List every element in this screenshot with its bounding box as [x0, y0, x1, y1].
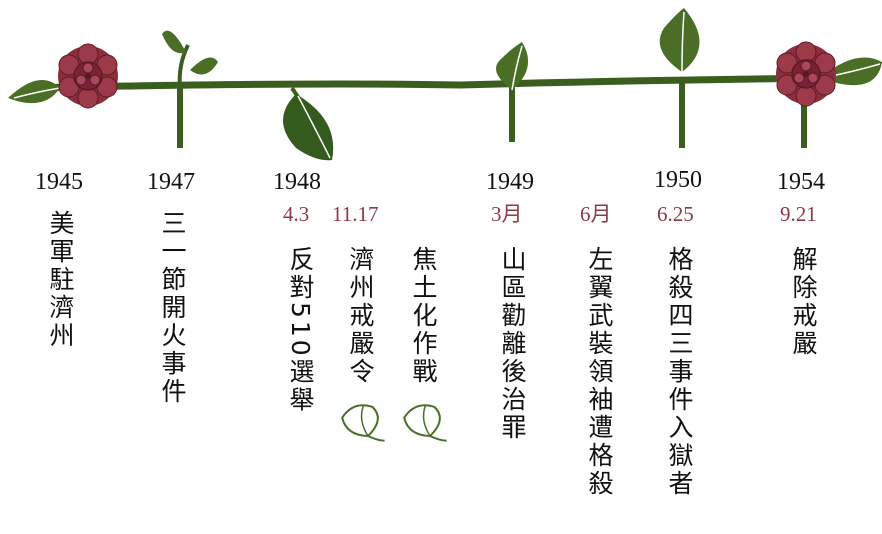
event-text: 反對510選舉 — [286, 246, 315, 415]
year-label-1945: 1945 — [35, 169, 83, 195]
date-label: 6.25 — [657, 202, 694, 226]
year-label-1954: 1954 — [777, 169, 825, 195]
year-label-1948: 1948 — [273, 169, 321, 195]
date-label: 11.17 — [332, 202, 379, 226]
year-label-1947: 1947 — [147, 169, 195, 195]
date-label: 4.3 — [283, 202, 310, 226]
sprout-leaf-2 — [190, 57, 218, 75]
rose-1945 — [57, 43, 119, 109]
date-label: 6月 — [580, 202, 612, 226]
leaf-left — [8, 80, 60, 104]
leaf-outline-icon — [403, 404, 447, 442]
event-text: 濟州戒嚴令 — [346, 246, 375, 386]
date-label: 9.21 — [780, 202, 817, 226]
event-text: 山區勸離後治罪 — [498, 246, 527, 442]
sprout-leaf-1 — [162, 30, 186, 54]
leaf-1950 — [659, 8, 700, 72]
vine-line — [26, 74, 844, 92]
leaf-1948 — [283, 94, 334, 161]
event-text: 美軍駐濟州 — [46, 210, 75, 350]
event-text: 格殺四三事件入獄者 — [665, 246, 694, 498]
date-label: 3月 — [491, 202, 523, 226]
event-text: 焦土化作戰 — [409, 246, 438, 386]
rose-1954 — [775, 41, 837, 107]
year-label-1949: 1949 — [486, 169, 534, 195]
event-text: 解除戒嚴 — [789, 246, 818, 358]
leaf-outline-icon — [341, 404, 385, 442]
year-label-1950: 1950 — [654, 167, 702, 193]
event-text: 三一節開火事件 — [158, 210, 187, 406]
event-text: 左翼武裝領袖遭格殺 — [585, 246, 614, 498]
